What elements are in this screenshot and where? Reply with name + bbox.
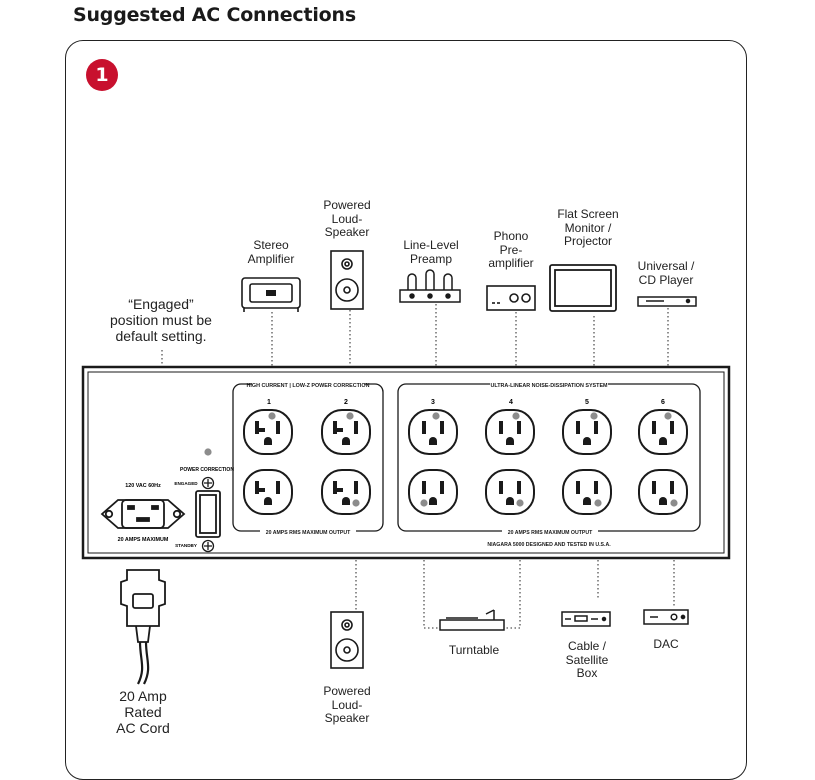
outlet-number-3: 3 — [431, 399, 435, 406]
speaker-bottom-icon — [330, 611, 364, 669]
outlet-number-1: 1 — [267, 399, 271, 406]
stereo-amplifier-icon — [241, 277, 301, 312]
turntable-icon — [439, 609, 505, 631]
speaker-top-icon — [330, 250, 364, 310]
outlet-number-4: 4 — [509, 399, 513, 406]
outlet-number-5: 5 — [585, 399, 589, 406]
outlet-number-2: 2 — [344, 399, 348, 406]
label-dac: DAC — [653, 637, 679, 651]
inlet-top-label: 120 VAC 60Hz — [125, 483, 161, 489]
cable-box-icon — [561, 611, 611, 627]
diagram-graphics: HIGH CURRENT | LOW-Z POWER CORRECTION 20… — [81, 250, 731, 685]
tube-preamp-icon — [399, 269, 461, 303]
engaged-label: ENGAGED — [174, 481, 198, 486]
phono-preamp-icon — [486, 285, 536, 311]
power-conditioner-panel — [81, 365, 731, 560]
inlet-bottom-label: 20 AMPS MAXIMUM — [118, 537, 169, 543]
ac-cord-plug-icon — [120, 569, 166, 685]
cd-player-icon — [637, 296, 697, 307]
step-badge: 1 — [86, 59, 118, 91]
ac-inlet-icon — [100, 499, 186, 529]
dac-icon — [643, 609, 689, 625]
model-text: NIAGARA 5000 DESIGNED AND TESTED IN U.S.… — [487, 542, 611, 548]
high-current-footer: 20 AMPS RMS MAXIMUM OUTPUT — [266, 530, 351, 536]
label-universal-cd: Universal /CD Player — [637, 259, 695, 287]
ultra-linear-footer: 20 AMPS RMS MAXIMUM OUTPUT — [508, 530, 593, 536]
high-current-header: HIGH CURRENT | LOW-Z POWER CORRECTION — [247, 383, 370, 389]
page-title: Suggested AC Connections — [73, 4, 356, 26]
power-switch[interactable] — [195, 490, 221, 538]
connection-dots — [204, 412, 678, 507]
outlet-number-6: 6 — [661, 399, 665, 406]
label-turntable: Turntable — [448, 643, 500, 657]
flat-screen-icon — [549, 264, 617, 312]
ultra-linear-header: ULTRA-LINEAR NOISE-DISSIPATION SYSTEM — [490, 383, 608, 389]
standby-label: STANDBY — [175, 543, 197, 548]
power-correction-label: POWER CORRECTION — [180, 467, 234, 473]
